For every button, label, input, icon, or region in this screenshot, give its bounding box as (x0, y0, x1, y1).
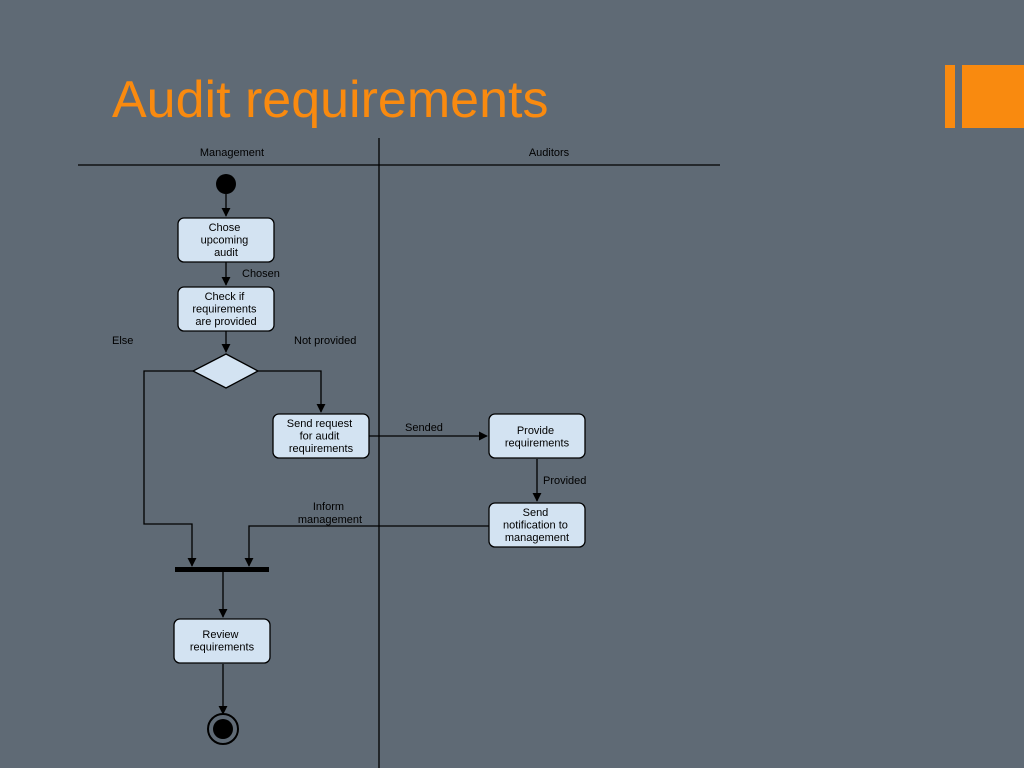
svg-text:Check if requirements: Check if requirements are provided (192, 291, 259, 328)
svg-text:Send request for audit: Send request for audit requirements (287, 418, 356, 455)
lane-auditors: Auditors (529, 147, 570, 159)
accent-bar-wide (962, 65, 1024, 128)
edge-decision-else (143, 370, 197, 567)
edge-decision-to-send-request (258, 370, 326, 413)
edges (143, 194, 542, 715)
label-inform-management: Inform management (298, 501, 362, 526)
end-node (207, 713, 239, 745)
label-sended: Sended (405, 422, 443, 434)
svg-text:Chose upcoming aud: Chose upcoming audit (201, 222, 252, 259)
svg-text:Provide requirements: Provide requirements (505, 425, 570, 450)
label-chosen: Chosen (242, 268, 280, 280)
node-chose-audit: Chose upcoming audit (177, 217, 275, 263)
decision-node (191, 353, 260, 389)
node-send-request: Send request for audit requirements (272, 413, 370, 459)
edge-notify-to-join (244, 525, 489, 567)
node-review-requirements: Review requirements (173, 618, 271, 664)
label-not-provided: Not provided (294, 335, 356, 347)
node-send-notification: Send notification to management (488, 502, 586, 548)
lane-management: Management (200, 147, 264, 159)
node-provide-requirements: Provide requirements (488, 413, 586, 459)
svg-text:Review requirements: Review requirements (190, 629, 255, 654)
start-node (216, 174, 236, 194)
accent-bar-thin (945, 65, 955, 128)
slide-title: Audit requirements (112, 71, 549, 129)
join-bar (175, 567, 269, 572)
node-check-requirements: Check if requirements are provided (177, 286, 275, 332)
label-provided: Provided (543, 475, 586, 487)
svg-text:Send notification to: Send notification to management (503, 507, 571, 544)
label-else: Else (112, 335, 133, 347)
